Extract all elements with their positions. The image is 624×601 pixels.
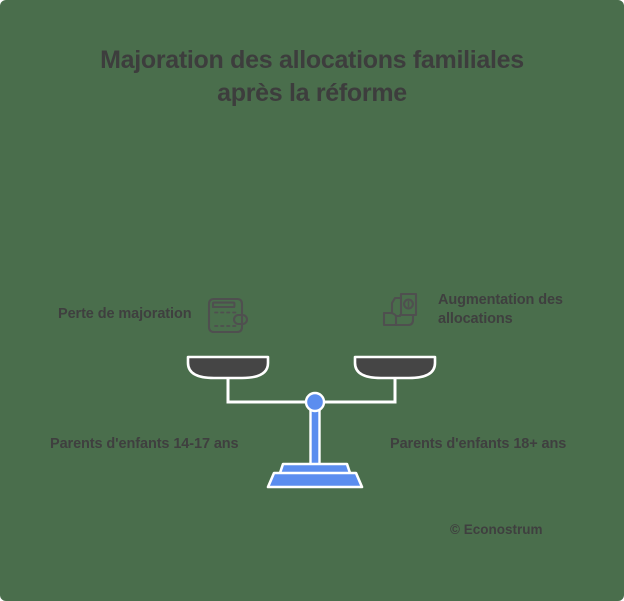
left-side-label: Perte de majoration <box>58 305 192 322</box>
credit-attribution: © Econostrum <box>450 522 543 537</box>
wallet-icon <box>201 290 251 338</box>
right-pan <box>353 355 437 380</box>
title-line-2: après la réforme <box>217 79 407 107</box>
right-pan-string <box>315 378 397 404</box>
right-group-label: Parents d'enfants 18+ ans <box>390 436 567 452</box>
right-side-label-line-1: Augmentation des <box>438 292 563 308</box>
right-side-label-line-2: allocations <box>438 311 513 327</box>
scale-base-lower <box>266 471 364 489</box>
scale-fulcrum <box>304 391 326 413</box>
hand-holding-money-icon <box>378 286 428 334</box>
right-side-label: Augmentation des allocations <box>438 291 573 329</box>
left-group-label: Parents d'enfants 14-17 ans <box>50 436 239 452</box>
page-title: Majoration des allocations familiales ap… <box>0 44 624 110</box>
left-pan-string <box>226 378 315 404</box>
left-pan <box>186 355 270 380</box>
title-line-1: Majoration des allocations familiales <box>100 46 524 74</box>
balance-scale <box>170 345 460 490</box>
left-side-group: Perte de majoration <box>58 290 268 338</box>
right-side-group: Augmentation des allocations <box>378 286 598 334</box>
